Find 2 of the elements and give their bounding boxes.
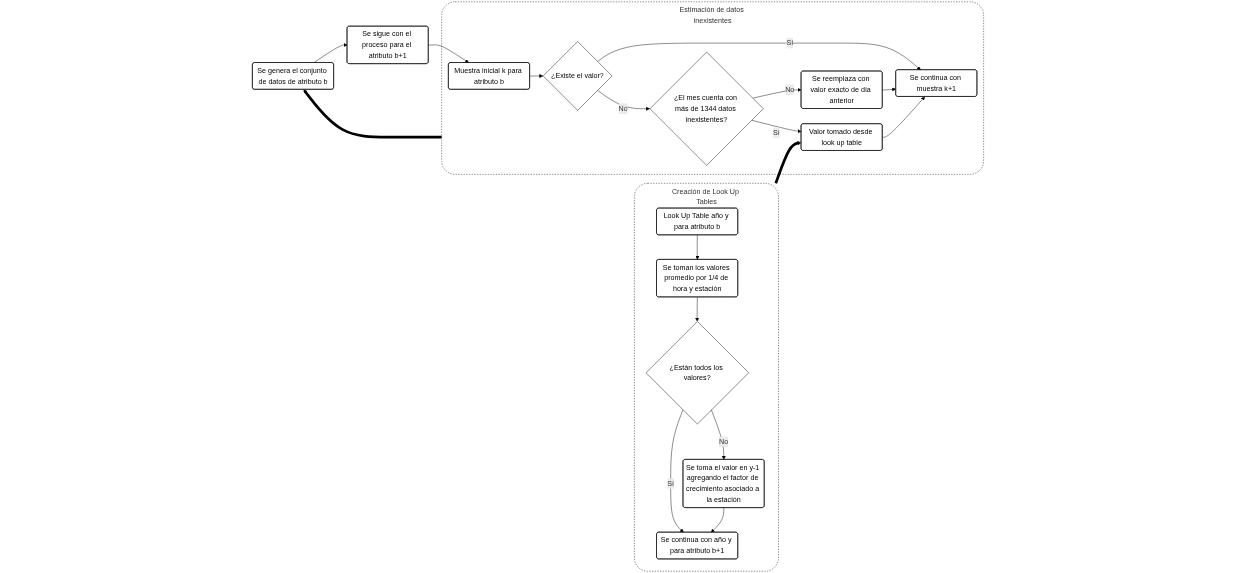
arrow (303, 89, 442, 139)
arrow (774, 141, 802, 184)
